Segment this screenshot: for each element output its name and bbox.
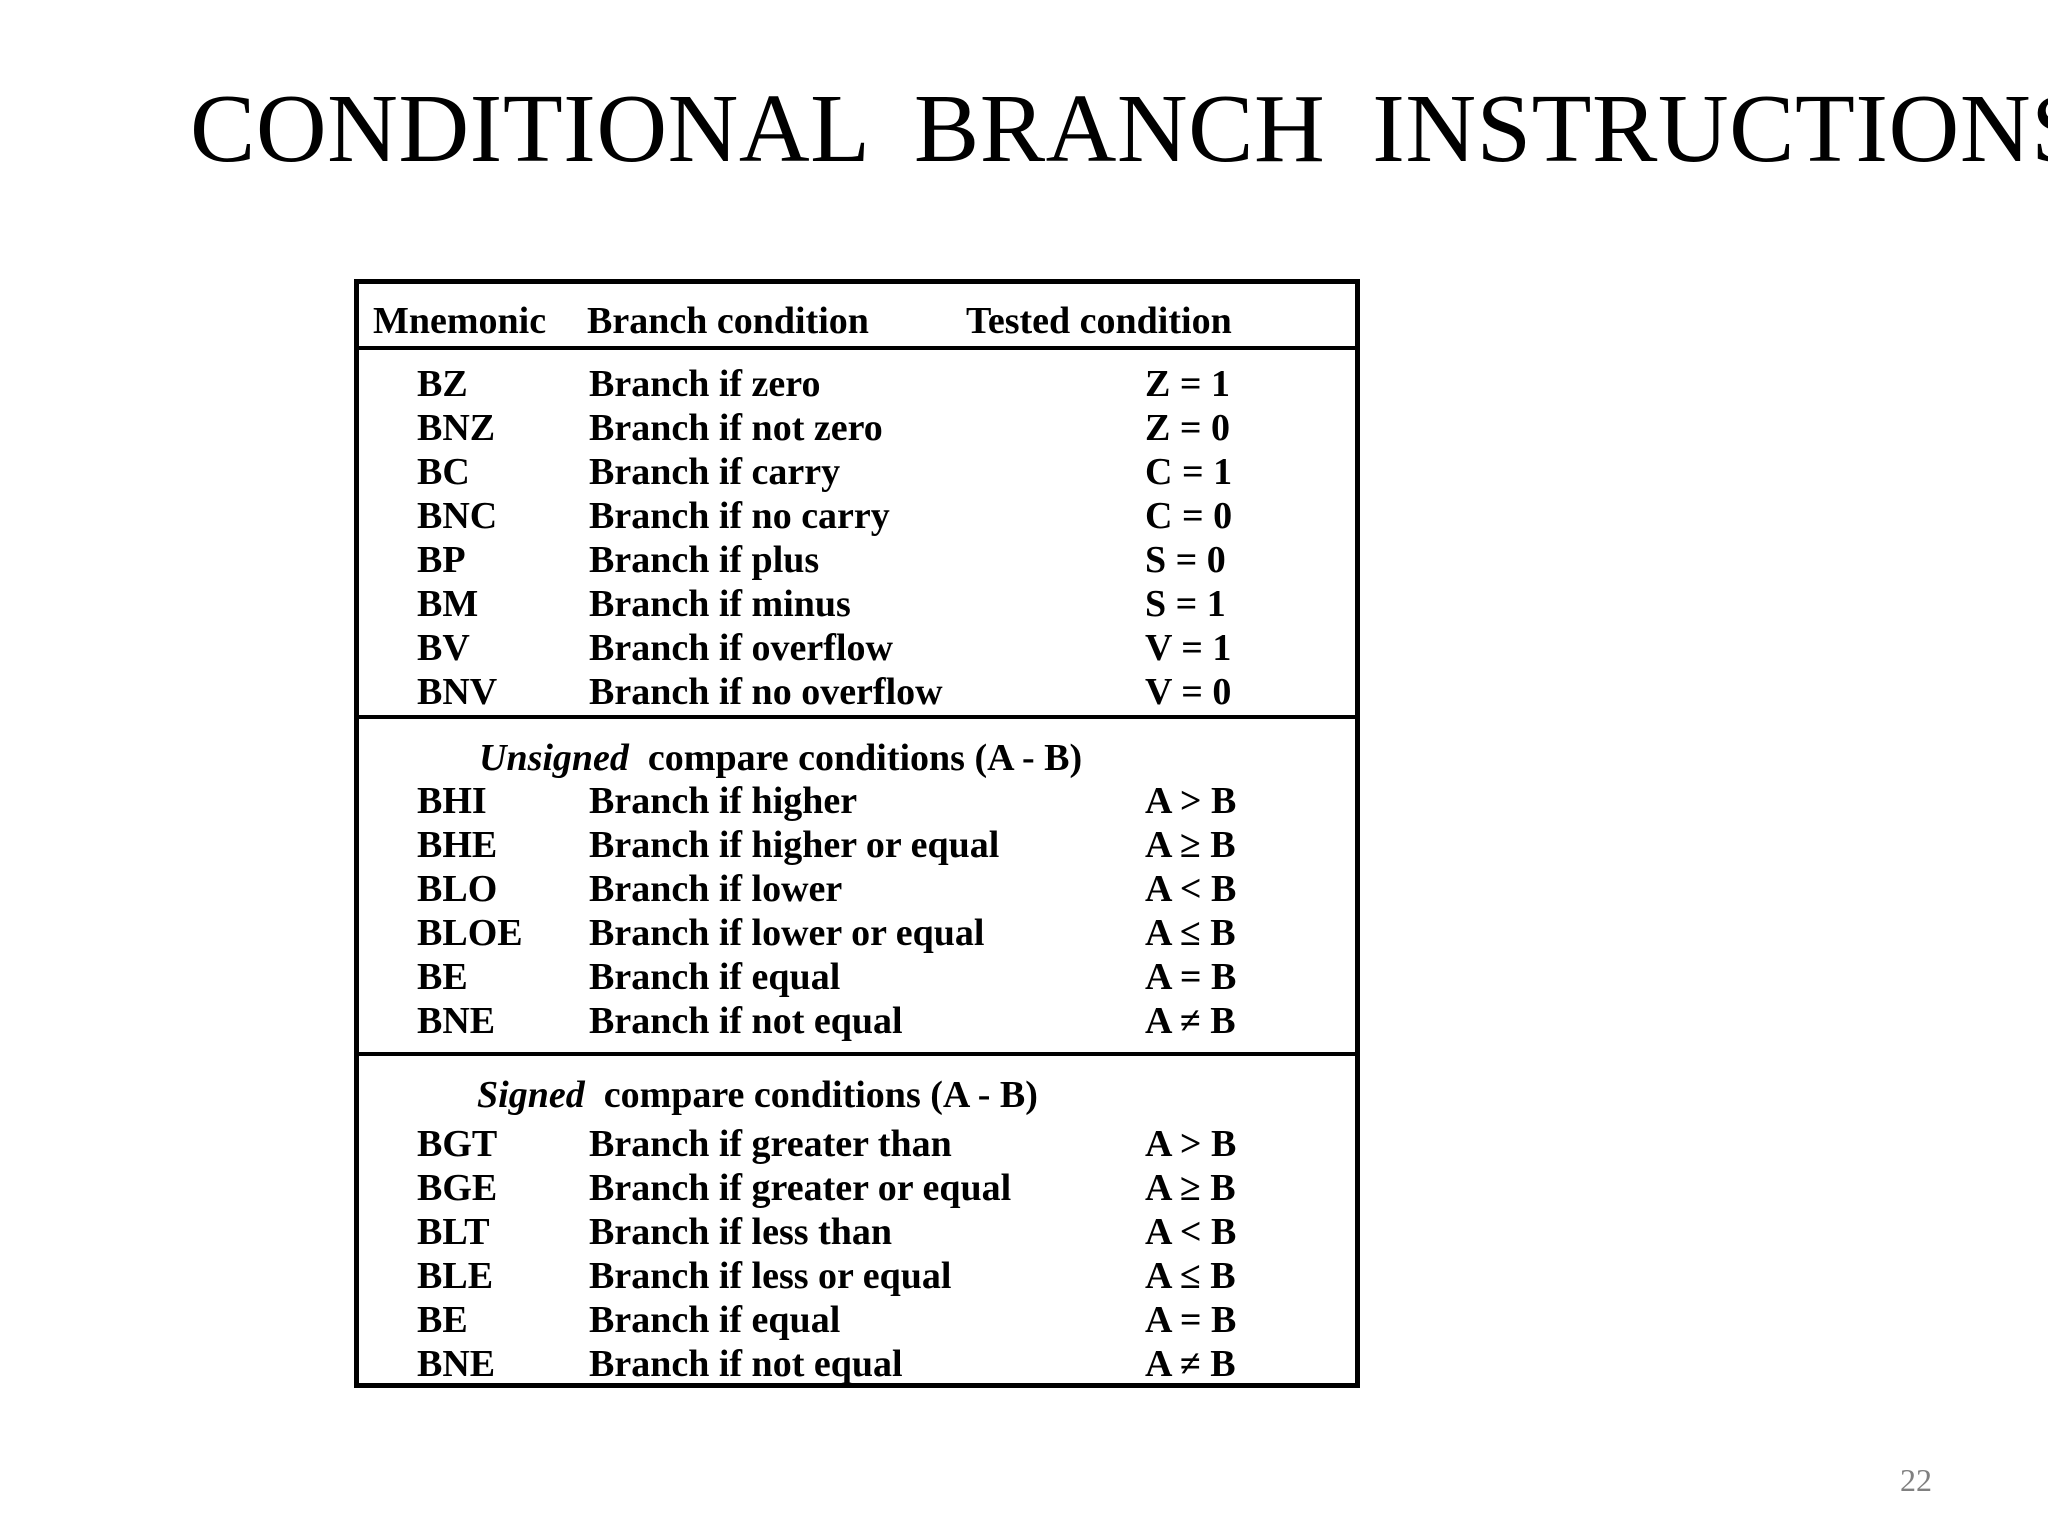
header-divider: [359, 346, 1355, 350]
table-row: BLO Branch if lower A < B: [359, 867, 1355, 911]
tested-cell: V = 0: [1145, 671, 1232, 713]
condition-cell: Branch if not equal: [589, 1343, 903, 1385]
unsigned-heading-italic: Unsigned: [479, 737, 629, 779]
mnemonic-cell: BM: [417, 583, 479, 625]
condition-cell: Branch if equal: [589, 1299, 841, 1341]
section-divider: [359, 1052, 1355, 1056]
mnemonic-cell: BP: [417, 539, 466, 581]
condition-cell: Branch if greater than: [589, 1123, 952, 1165]
table-row: BNZ Branch if not zero Z = 0: [359, 406, 1355, 450]
table-row: BGE Branch if greater or equal A ≥ B: [359, 1166, 1355, 1210]
condition-cell: Branch if minus: [589, 583, 851, 625]
condition-cell: Branch if no carry: [589, 495, 890, 537]
tested-cell: A ≤ B: [1145, 912, 1236, 954]
table-row: BLT Branch if less than A < B: [359, 1210, 1355, 1254]
tested-cell: A ≤ B: [1145, 1255, 1236, 1297]
condition-cell: Branch if higher or equal: [589, 824, 1000, 866]
table-row: BC Branch if carry C = 1: [359, 450, 1355, 494]
condition-cell: Branch if carry: [589, 451, 841, 493]
page-number: 22: [1900, 1462, 1932, 1498]
condition-cell: Branch if greater or equal: [589, 1167, 1012, 1209]
condition-cell: Branch if higher: [589, 780, 858, 822]
tested-cell: A < B: [1145, 1211, 1237, 1253]
condition-cell: Branch if less than: [589, 1211, 892, 1253]
condition-cell: Branch if plus: [589, 539, 820, 581]
mnemonic-cell: BNC: [417, 495, 498, 537]
mnemonic-cell: BHE: [417, 824, 498, 866]
tested-cell: A = B: [1145, 956, 1237, 998]
unsigned-heading-text: compare conditions (A - B): [647, 737, 1083, 779]
tested-cell: S = 0: [1145, 539, 1226, 581]
table-row: BNE Branch if not equal A ≠ B: [359, 999, 1355, 1043]
mnemonic-cell: BC: [417, 451, 470, 493]
header-mnemonic: Mnemonic: [373, 300, 547, 342]
table-row: BLOE Branch if lower or equal A ≤ B: [359, 911, 1355, 955]
condition-cell: Branch if lower: [589, 868, 843, 910]
table-row: BE Branch if equal A = B: [359, 1298, 1355, 1342]
mnemonic-cell: BHI: [417, 780, 487, 822]
mnemonic-cell: BLO: [417, 868, 498, 910]
mnemonic-cell: BNE: [417, 1343, 496, 1385]
condition-cell: Branch if zero: [589, 363, 821, 405]
table-row: BHE Branch if higher or equal A ≥ B: [359, 823, 1355, 867]
condition-cell: Branch if less or equal: [589, 1255, 952, 1297]
condition-cell: Branch if equal: [589, 956, 841, 998]
tested-cell: A ≥ B: [1145, 824, 1236, 866]
signed-heading-italic: Signed: [477, 1074, 585, 1116]
tested-cell: Z = 1: [1145, 363, 1230, 405]
mnemonic-cell: BV: [417, 627, 470, 669]
signed-heading-text: compare conditions (A - B): [603, 1074, 1038, 1116]
table-row: BLE Branch if less or equal A ≤ B: [359, 1254, 1355, 1298]
tested-cell: A ≠ B: [1145, 1000, 1236, 1042]
table-row: BNC Branch if no carry C = 0: [359, 494, 1355, 538]
condition-cell: Branch if not equal: [589, 1000, 903, 1042]
mnemonic-cell: BLE: [417, 1255, 494, 1297]
table-row: BNV Branch if no overflow V = 0: [359, 670, 1355, 714]
mnemonic-cell: BNZ: [417, 407, 496, 449]
tested-cell: S = 1: [1145, 583, 1226, 625]
slide-title: CONDITIONAL BRANCH INSTRUCTIONS: [190, 75, 2048, 183]
tested-cell: V = 1: [1145, 627, 1232, 669]
tested-cell: A < B: [1145, 868, 1237, 910]
tested-cell: A > B: [1145, 780, 1237, 822]
unsigned-heading: Unsigned compare conditions (A - B): [479, 739, 1082, 777]
tested-cell: A > B: [1145, 1123, 1237, 1165]
mnemonic-cell: BNV: [417, 671, 498, 713]
branch-instructions-table: Mnemonic Branch condition Tested conditi…: [354, 279, 1360, 1388]
table-row: BNE Branch if not equal A ≠ B: [359, 1342, 1355, 1386]
header-branch-condition: Branch condition: [587, 300, 869, 342]
mnemonic-cell: BLOE: [417, 912, 523, 954]
condition-cell: Branch if not zero: [589, 407, 883, 449]
mnemonic-cell: BNE: [417, 1000, 496, 1042]
table-row: BZ Branch if zero Z = 1: [359, 362, 1355, 406]
tested-cell: Z = 0: [1145, 407, 1230, 449]
table-row: BHI Branch if higher A > B: [359, 779, 1355, 823]
mnemonic-cell: BGT: [417, 1123, 498, 1165]
table-row: BM Branch if minus S = 1: [359, 582, 1355, 626]
mnemonic-cell: BLT: [417, 1211, 490, 1253]
tested-cell: C = 1: [1145, 451, 1233, 493]
mnemonic-cell: BE: [417, 1299, 468, 1341]
mnemonic-cell: BGE: [417, 1167, 498, 1209]
table-row: BGT Branch if greater than A > B: [359, 1122, 1355, 1166]
tested-cell: A = B: [1145, 1299, 1237, 1341]
signed-heading: Signed compare conditions (A - B): [477, 1076, 1038, 1114]
mnemonic-cell: BE: [417, 956, 468, 998]
tested-cell: C = 0: [1145, 495, 1233, 537]
table-row: BV Branch if overflow V = 1: [359, 626, 1355, 670]
header-tested-condition: Tested condition: [966, 300, 1232, 342]
tested-cell: A ≥ B: [1145, 1167, 1236, 1209]
condition-cell: Branch if overflow: [589, 627, 893, 669]
table-row: BP Branch if plus S = 0: [359, 538, 1355, 582]
tested-cell: A ≠ B: [1145, 1343, 1236, 1385]
mnemonic-cell: BZ: [417, 363, 468, 405]
table-row: BE Branch if equal A = B: [359, 955, 1355, 999]
section-divider: [359, 715, 1355, 719]
condition-cell: Branch if no overflow: [589, 671, 943, 713]
condition-cell: Branch if lower or equal: [589, 912, 985, 954]
